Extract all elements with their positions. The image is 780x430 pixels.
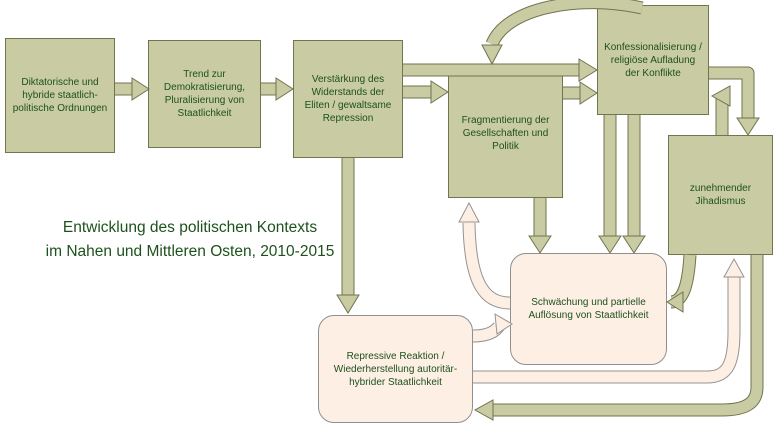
box-jihadismus: zunehmender Jihadismus bbox=[668, 135, 773, 255]
arrow-diktatorisch-to-trend bbox=[115, 77, 150, 101]
arrow-konfessionalisierung-to-schwaechung-1 bbox=[598, 115, 622, 254]
arrow-konfessionalisierung-to-schwaechung-2 bbox=[622, 115, 646, 254]
arrow-verstaerkung-to-fragmentierung bbox=[403, 80, 449, 104]
box-fragmentierung: Fragmentierung der Gesellschaften und Po… bbox=[448, 68, 563, 198]
diagram-title-line2: im Nahen und Mittleren Osten, 2010-2015 bbox=[45, 243, 335, 260]
box-diktatorische-ordnungen: Diktatorische und hybride staatlich-poli… bbox=[5, 38, 115, 153]
arrow-trend-to-verstaerkung bbox=[261, 77, 294, 101]
arrow-fragmentierung-to-konfessionalisierung bbox=[563, 81, 598, 105]
box-verstaerkung-widerstand: Verstärkung des Widerstands der Eliten /… bbox=[293, 40, 403, 158]
box-trend-demokratisierung: Trend zur Demokratisierung, Pluralisieru… bbox=[148, 40, 261, 148]
diagram-title-line1: Entwicklung des politischen Kontexts bbox=[62, 219, 318, 236]
arrow-jihadismus-to-konfessionalisierung bbox=[710, 85, 731, 135]
box-schwaechung-aufloesung: Schwächung und partielle Auflösung von S… bbox=[510, 253, 667, 365]
arrow-repressive-to-schwaechung-feedback bbox=[472, 313, 513, 343]
arrow-jihadismus-to-schwaechung bbox=[666, 254, 697, 313]
arrow-schwaechung-to-fragmentierung-feedback bbox=[458, 201, 511, 310]
diagram-title: Entwicklung des politischen Kontexts im … bbox=[22, 216, 358, 264]
arrow-fragmentierung-to-schwaechung bbox=[528, 198, 552, 254]
box-konfessionalisierung: Konfessionalisierung / religiöse Aufladu… bbox=[597, 5, 709, 115]
box-repressive-reaktion: Repressive Reaktion / Wiederherstellung … bbox=[318, 315, 473, 423]
arrow-konfessionalisierung-to-jihadismus bbox=[709, 66, 760, 136]
